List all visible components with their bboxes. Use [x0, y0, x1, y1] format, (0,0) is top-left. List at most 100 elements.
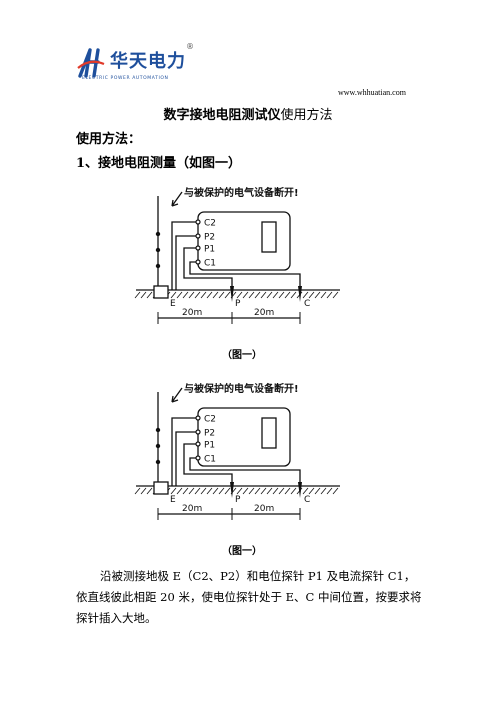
instruction-paragraph: 沿被测接地极 E（C2、P2）和电位探针 P1 及电流探针 C1，依直线彼此相距…: [76, 569, 422, 625]
terminal-label: C2: [204, 415, 216, 425]
terminal-label: C2: [204, 219, 216, 229]
ground-hatch: [224, 487, 231, 495]
probe-c: [298, 482, 302, 498]
ground-hatch: [290, 291, 297, 299]
brand-name: 华天电力: [110, 51, 186, 72]
electrode-e-box: [153, 481, 169, 495]
ground-hatch: [206, 291, 213, 299]
ground-hatch: [212, 487, 219, 495]
ground-hatch: [266, 487, 273, 495]
ground-hatch: [332, 487, 339, 495]
ground-hatch: [236, 291, 243, 299]
terminal-label: P1: [204, 441, 215, 451]
warning-arrow: [171, 191, 183, 207]
warning-arrow: [171, 387, 183, 403]
ground-hatch: [272, 291, 279, 299]
ground-hatch: [146, 291, 153, 299]
ground-hatch: [260, 291, 267, 299]
junction-dot: [155, 247, 161, 253]
distance-label-1: 20m: [182, 504, 202, 514]
ground-hatch: [188, 487, 195, 495]
usage-heading: 使用方法：: [76, 132, 142, 147]
electrode-p-label: P: [235, 299, 241, 309]
wire-c2: [171, 417, 196, 486]
terminal-c2: [195, 219, 201, 225]
registered-mark: ®: [186, 42, 194, 51]
ground-hatch: [248, 487, 255, 495]
ground-hatch: [254, 487, 261, 495]
terminal-c1: [195, 259, 201, 265]
ground-hatch: [284, 291, 291, 299]
ground-hatch: [182, 487, 189, 495]
ground-hatch: [242, 291, 249, 299]
terminal-label: P1: [204, 245, 215, 255]
ground-hatch: [326, 487, 333, 495]
terminal-c2: [195, 415, 201, 421]
ground-hatch: [272, 487, 279, 495]
ground-hatch: [218, 487, 225, 495]
ground-hatch: [170, 487, 177, 495]
wire-c2: [171, 221, 196, 290]
ground-hatch: [302, 487, 309, 495]
ground-hatch: [200, 291, 207, 299]
ground-hatch: [290, 487, 297, 495]
terminal-label: P2: [204, 233, 215, 243]
section-heading: 1、接地电阻测量（如图一）: [76, 156, 242, 171]
ground-hatch: [332, 291, 339, 299]
terminal-p2: [195, 233, 201, 239]
ground-hatch: [218, 291, 225, 299]
ground-hatch: [146, 487, 153, 495]
ground-hatch: [260, 487, 267, 495]
terminal-label: P2: [204, 429, 215, 439]
title-normal-part: 使用方法: [280, 108, 333, 123]
terminal-c1: [195, 455, 201, 461]
ground-hatch: [314, 487, 321, 495]
distance-label-2: 20m: [254, 504, 274, 514]
electrode-c-label: C: [304, 495, 310, 505]
ground-hatch: [320, 487, 327, 495]
distance-label-2: 20m: [254, 308, 274, 318]
ground-hatch: [194, 487, 201, 495]
company-logo-icon: [77, 48, 105, 78]
ground-hatch: [206, 487, 213, 495]
ground-hatch: [134, 291, 141, 299]
title-bold-part: 数字接地电阻测试仪: [163, 108, 281, 123]
brand-subtitle: ELECTRIC POWER AUTOMATION: [82, 76, 169, 81]
website-link[interactable]: www.whhuatian.com: [338, 88, 406, 97]
ground-hatch: [134, 487, 141, 495]
electrode-e-box: [153, 285, 169, 299]
ground-hatch: [302, 291, 309, 299]
ground-hatch: [182, 291, 189, 299]
ground-hatch: [308, 291, 315, 299]
figure-caption-1: （图一）: [222, 350, 262, 361]
ground-hatch: [314, 291, 321, 299]
document-title: 数字接地电阻测试仪使用方法: [0, 104, 496, 123]
probe-p: [230, 482, 234, 498]
ground-hatch: [326, 291, 333, 299]
instrument-box: [197, 407, 291, 467]
ground-hatch: [242, 487, 249, 495]
ground-hatch: [194, 291, 201, 299]
ground-hatch: [188, 291, 195, 299]
ground-hatch: [224, 291, 231, 299]
ground-hatch: [308, 487, 315, 495]
wire-p1: [183, 247, 233, 290]
ground-hatch: [200, 487, 207, 495]
ground-hatch: [278, 291, 285, 299]
ground-hatch: [212, 291, 219, 299]
probe-p: [230, 286, 234, 302]
electrode-e-label: E: [170, 299, 176, 309]
ground-hatch: [176, 291, 183, 299]
junction-dot: [155, 263, 161, 269]
warning-text: 与被保护的电气设备断开!: [184, 382, 299, 395]
ground-hatch: [170, 291, 177, 299]
instrument-display: [261, 221, 277, 253]
wire-c1: [189, 457, 301, 486]
ground-hatch: [176, 487, 183, 495]
instrument-box: [197, 211, 291, 271]
ground-hatch: [140, 291, 147, 299]
ground-hatch: [278, 487, 285, 495]
ground-hatch: [236, 487, 243, 495]
junction-dot: [155, 231, 161, 237]
